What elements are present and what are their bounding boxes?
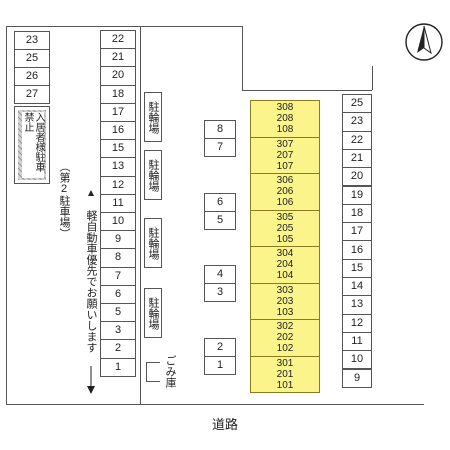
unit-number: 202: [276, 332, 294, 344]
unit-number: 203: [276, 295, 294, 307]
parking-stall: 4: [204, 265, 236, 284]
parking-stall: 18: [342, 203, 372, 224]
parking-stall: 3: [100, 321, 136, 341]
parking-stall: 19: [342, 185, 372, 205]
parking-stall: 14: [342, 277, 372, 297]
unit-number: 303: [276, 284, 294, 296]
second-parking-label: （第2駐車場）: [58, 161, 70, 239]
unit-number: 106: [276, 197, 294, 209]
unit-number: 107: [276, 160, 294, 172]
parking-stall: 15: [100, 139, 136, 159]
unit-number: 206: [276, 186, 294, 198]
parking-stall: 1: [100, 357, 136, 377]
parking-stall: 17: [342, 222, 372, 242]
unit-number: 207: [276, 149, 294, 161]
parking-stall: 27: [14, 85, 50, 104]
parking-stall: 20: [100, 66, 136, 86]
parking-stall: 8: [204, 120, 236, 139]
parking-stall: 21: [342, 148, 372, 169]
unit-number: 301: [276, 357, 294, 369]
inner-top-boundary-line: [242, 26, 243, 90]
light-vehicle-note: 軽自動車優先でお願いします: [82, 196, 100, 366]
unit-number: 105: [276, 233, 294, 245]
unit-number: 304: [276, 248, 294, 260]
parking-stall: 22: [342, 130, 372, 150]
parking-stall: 1: [204, 356, 236, 375]
parking-stall: 12: [100, 175, 136, 195]
unit-number: 205: [276, 222, 294, 234]
parking-stall: 16: [100, 121, 136, 141]
unit-number: 201: [276, 368, 294, 380]
unit-number: 308: [276, 102, 294, 114]
unit-number: 302: [276, 321, 294, 333]
parking-stall: 15: [342, 258, 372, 278]
parking-stall: 5: [204, 211, 236, 230]
aisle-divider-line: [140, 26, 141, 404]
parking-stall: 18: [100, 84, 136, 104]
parking-stall: 10: [100, 212, 136, 232]
parking-stall: 11: [342, 331, 372, 352]
right-step-boundary-line: [372, 66, 373, 90]
step-boundary-line: [242, 90, 372, 91]
unit-number: 306: [276, 175, 294, 187]
parking-stall: 17: [100, 102, 136, 122]
parking-stall: 9: [100, 230, 136, 250]
no-parking-sign: 入居者様駐車禁止: [14, 106, 50, 184]
unit-number: 108: [276, 124, 294, 136]
parking-stall: 5: [100, 303, 136, 323]
parking-stall: 6: [204, 193, 236, 212]
unit-number: 305: [276, 211, 294, 223]
no-parking-sign-text: 入居者様駐車禁止: [22, 112, 44, 178]
parking-stall: 8: [100, 248, 136, 268]
left-boundary-line: [6, 26, 7, 404]
parking-stall: 13: [100, 157, 136, 177]
garbage-storage-label: ごみ庫: [164, 354, 176, 388]
parking-stall: 10: [342, 350, 372, 370]
parking-stall: 6: [100, 284, 136, 304]
unit-number: 204: [276, 259, 294, 271]
parking-stall: 3: [204, 283, 236, 302]
parking-stall: 26: [14, 67, 50, 86]
parking-stall: 25: [14, 49, 50, 68]
parking-stall: 7: [100, 266, 136, 286]
road-label: 道路: [211, 417, 238, 432]
top-boundary-line: [6, 26, 242, 27]
parking-stall: 12: [342, 313, 372, 333]
bicycle-parking: 駐輪場: [144, 150, 162, 200]
unit-number: 103: [276, 306, 294, 318]
bicycle-parking: 駐輪場: [144, 92, 162, 142]
parking-stall: 21: [100, 48, 136, 68]
bicycle-parking: 駐輪場: [144, 288, 162, 338]
parking-stall: 23: [342, 112, 372, 132]
garbage-storage-box: [146, 362, 160, 382]
north-arrow-icon: [404, 22, 444, 62]
unit-number: 102: [276, 343, 294, 355]
parking-stall: 11: [100, 193, 136, 213]
unit-number: 104: [276, 270, 294, 282]
unit-number: 208: [276, 113, 294, 125]
unit-number: 307: [276, 138, 294, 150]
bicycle-parking: 駐輪場: [144, 218, 162, 268]
parking-stall: 2: [100, 339, 136, 359]
parking-stall: 23: [14, 31, 50, 50]
parking-stall: 7: [204, 138, 236, 157]
unit-number: 101: [276, 379, 294, 391]
parking-stall: 13: [342, 295, 372, 315]
road-edge-line: [6, 404, 424, 405]
parking-stall: 2: [204, 338, 236, 357]
parking-stall: 16: [342, 240, 372, 260]
parking-stall: 20: [342, 167, 372, 187]
parking-stall: 9: [342, 368, 372, 388]
parking-stall: 25: [342, 94, 372, 114]
parking-stall: 22: [100, 30, 136, 50]
